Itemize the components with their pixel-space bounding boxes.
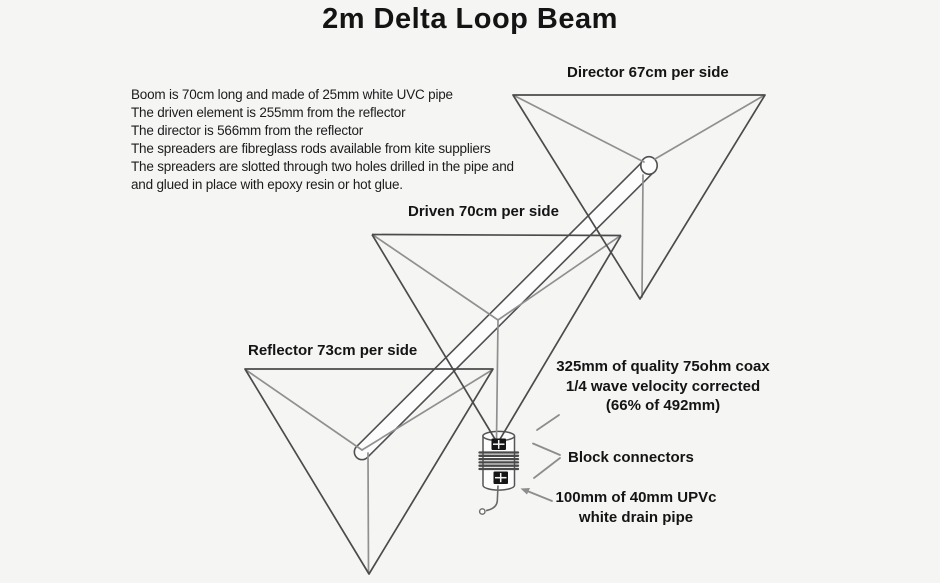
note-line: The driven element is 255mm from the ref…: [131, 105, 406, 120]
spreader-rods: [245, 95, 764, 573]
driven-loop-top: [371, 233, 622, 237]
driven-spreader-right: [497, 235, 621, 321]
pigtail-wire: [485, 485, 499, 512]
drain-pipe-leader-arrowhead: [520, 488, 530, 495]
reflector-label: Reflector 73cm per side: [248, 342, 418, 359]
drain-pipe-leader: [525, 489, 553, 502]
page-title: 2m Delta Loop Beam: [322, 3, 618, 35]
coax-leader: [536, 414, 560, 431]
reflector-loop: [244, 368, 494, 575]
coax-annotation-line: 325mm of quality 75ohm coax: [556, 358, 770, 375]
driven-label: Driven 70cm per side: [408, 203, 559, 220]
block-connectors-label: Block connectors: [568, 449, 694, 466]
element-loops: [244, 94, 766, 575]
director-spreader-left: [514, 95, 645, 163]
reflector-spreader-right: [361, 369, 493, 451]
leader-lines: [525, 414, 561, 502]
coax-coil: [478, 451, 520, 471]
note-line: The spreaders are fibreglass rods availa…: [131, 141, 491, 156]
drain-pipe-annotation-line: white drain pipe: [578, 508, 694, 526]
block-connectors: [491, 438, 508, 484]
coax-annotation: 325mm of quality 75ohm coax 1/4 wave vel…: [538, 357, 788, 416]
coax-annotation-line: (66% of 492mm): [605, 397, 721, 414]
director-loop: [512, 94, 766, 300]
note-line: The spreaders are slotted through two ho…: [131, 159, 514, 174]
director-spreader-vertical: [641, 174, 644, 298]
driven-loop-right-side: [498, 235, 622, 441]
driven-spreader-vertical: [495, 319, 499, 441]
pigtail-loop-end: [478, 508, 486, 515]
coax-annotation-line: 1/4 wave velocity corrected: [565, 377, 761, 395]
note-line: The director is 566mm from the reflector: [131, 123, 364, 138]
construction-notes: Boom is 70cm long and made of 25mm white…: [131, 86, 571, 194]
driven-loop-left-side: [371, 234, 497, 441]
director-spreader-right: [654, 95, 764, 160]
note-line: Boom is 70cm long and made of 25mm white…: [131, 87, 453, 102]
note-line: and glued in place with epoxy resin or h…: [131, 177, 403, 192]
director-label: Director 67cm per side: [567, 64, 729, 81]
block-connectors-leader-top: [532, 442, 561, 456]
coax-pigtail: [478, 485, 499, 515]
reflector-spreader-vertical: [367, 452, 370, 573]
drain-pipe-annotation-line: 100mm of 40mm UPVc: [555, 489, 717, 506]
driven-spreader-left: [372, 234, 499, 321]
boom-open-end: [639, 155, 658, 176]
drain-pipe-annotation: 100mm of 40mm UPVc white drain pipe: [516, 488, 756, 527]
block-connectors-leader-bottom: [533, 457, 561, 479]
reflector-spreader-left: [245, 369, 363, 451]
